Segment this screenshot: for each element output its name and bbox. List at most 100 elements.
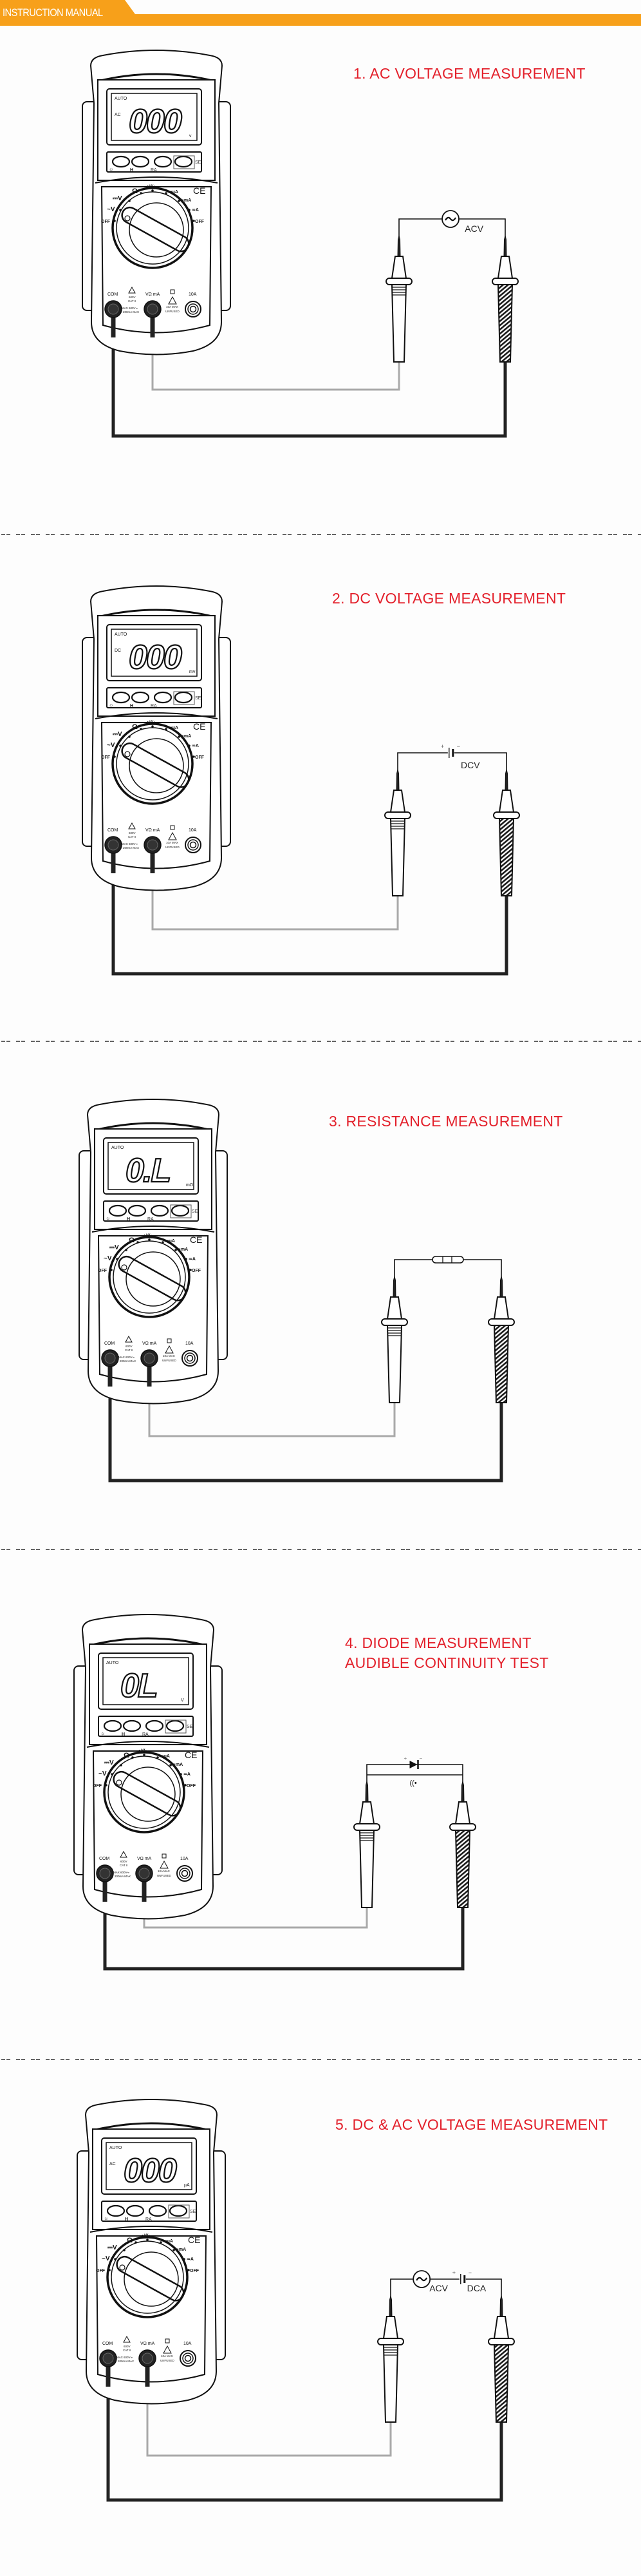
- test-lead-plug: [106, 2358, 111, 2387]
- warning-icon: [128, 286, 136, 294]
- function-button: [148, 2204, 167, 2217]
- probe-handle: [382, 2344, 399, 2423]
- probe-tip: [499, 1276, 503, 1298]
- probe-finger-guard: [386, 278, 413, 285]
- function-button: [174, 691, 193, 704]
- test-lead-plug: [150, 309, 155, 337]
- sine-wave-icon: [416, 2277, 428, 2282]
- warning-icon: [120, 1850, 127, 1858]
- backlight-icon: ☼: [109, 702, 113, 708]
- probe-cone: [382, 2316, 399, 2339]
- probe-finger-guard: [377, 2338, 404, 2345]
- dial-label: ~V: [104, 1255, 112, 1262]
- probe-cone: [497, 256, 514, 279]
- lcd-mode-indicator: AC: [109, 2162, 116, 2166]
- probe-finger-guard: [488, 1318, 515, 1326]
- com-jack-label: COM: [102, 2342, 113, 2346]
- backlight-icon: ☼: [106, 1215, 110, 1221]
- test-circuit: [394, 1256, 502, 1279]
- dial-label: OFF: [93, 1784, 102, 1788]
- volt-jack-socket: [142, 2353, 153, 2364]
- lcd-reading: 000: [124, 2152, 177, 2190]
- warning-icon: [168, 831, 177, 840]
- ten-amp-jack-socket: [181, 1870, 189, 1877]
- ce-mark: CE: [190, 1235, 202, 1245]
- black-test-lead-wire: [103, 1902, 465, 1971]
- function-button: [174, 155, 193, 168]
- lcd-screen: [111, 93, 198, 141]
- polarity-plus: +: [404, 1756, 407, 1761]
- warning-icon: [123, 2335, 131, 2343]
- test-lead-plug: [147, 1358, 152, 1387]
- header-title: INSTRUCTION MANUAL: [3, 6, 103, 19]
- dial-label: ⎓V: [113, 731, 122, 738]
- unfused-note: UNFUSED: [165, 846, 180, 849]
- dial-label: ~V: [98, 1770, 107, 1777]
- com-jack-socket: [99, 1868, 111, 1879]
- ce-mark: CE: [188, 2235, 200, 2245]
- function-button: [111, 155, 131, 168]
- dial-label: ≂mA: [180, 734, 191, 739]
- select-button-label: SE: [187, 1725, 193, 1729]
- dial-label: OFF: [101, 755, 111, 760]
- max-voltage-note: MAX 600V≂: [116, 2356, 133, 2359]
- polarity-minus: −: [457, 743, 460, 750]
- probe-cone: [454, 1801, 471, 1824]
- dial-inner: [124, 2251, 179, 2307]
- dial-label: ➔|((•: [142, 1234, 152, 1238]
- dial-pointer: [119, 2264, 125, 2271]
- max-voltage-note: MAX 600V≂: [113, 1871, 130, 1874]
- dial-position-dot: [119, 744, 122, 747]
- select-button-label: SE: [190, 2210, 196, 2214]
- range-button-label: RA: [145, 2217, 152, 2222]
- dial-position-dot: [160, 2241, 162, 2244]
- hold-button-label: H: [127, 1217, 130, 1222]
- polarity-plus: +: [452, 2269, 456, 2276]
- max-voltage-note: MAX 600V≂: [122, 307, 138, 310]
- test-lead-plug: [145, 2358, 150, 2387]
- dial-label: ➔|((•: [145, 185, 155, 189]
- probe-finger-guard: [493, 811, 520, 819]
- function-button: [171, 1204, 190, 1217]
- section-title: 5. DC & AC VOLTAGE MEASUREMENT: [335, 2116, 608, 2133]
- probe-handle: [454, 1830, 471, 1908]
- range-button-label: RA: [151, 168, 157, 173]
- ten-amp-jack-socket: [186, 1354, 194, 1362]
- ten-amp-jack-label: 10A: [180, 1857, 189, 1861]
- red-test-probe: [377, 2295, 404, 2423]
- dial-label: Ω: [129, 1236, 135, 1244]
- dial-label: ➔|((•: [137, 1749, 147, 1754]
- ten-amp-max-note: 10A MAX: [161, 2354, 173, 2358]
- voltage-rating: 600V: [129, 831, 136, 835]
- ten-amp-jack-label: 10A: [183, 2342, 192, 2346]
- dial-label: ≂A: [187, 2257, 194, 2262]
- voltage-rating: 600V: [129, 296, 136, 299]
- test-lead-plug: [107, 1358, 113, 1387]
- select-button-label: SE: [195, 160, 201, 165]
- dial-position-dot: [105, 1784, 107, 1786]
- circuit-wire: [390, 2278, 502, 2298]
- lcd-unit: V: [181, 1698, 184, 1703]
- dial-label: ~V: [102, 2255, 110, 2262]
- polarity-minus: −: [420, 1756, 423, 1761]
- black-test-probe: [492, 235, 519, 363]
- range-button-label: RA: [147, 1217, 154, 1222]
- battery-gap: [459, 2275, 466, 2283]
- dial-position-dot: [178, 200, 180, 202]
- lcd-unit: mv: [189, 670, 196, 674]
- dial-position-dot: [114, 2258, 116, 2260]
- backlight-icon: ☼: [109, 166, 113, 172]
- dial-position-dot: [183, 2258, 185, 2260]
- dial-position-dot: [188, 209, 190, 211]
- dial-label: OFF: [192, 1269, 201, 1273]
- red-test-lead-wire: [146, 2387, 392, 2457]
- section-title: 1. AC VOLTAGE MEASUREMENT: [353, 65, 586, 82]
- volt-jack-socket: [144, 1352, 155, 1364]
- com-jack-socket: [107, 303, 119, 315]
- diode-icon: [409, 1761, 418, 1768]
- function-button: [106, 2204, 125, 2217]
- unfused-note: UNFUSED: [162, 1359, 177, 1362]
- face-divider: [95, 712, 218, 719]
- dial-position-dot: [136, 1241, 139, 1244]
